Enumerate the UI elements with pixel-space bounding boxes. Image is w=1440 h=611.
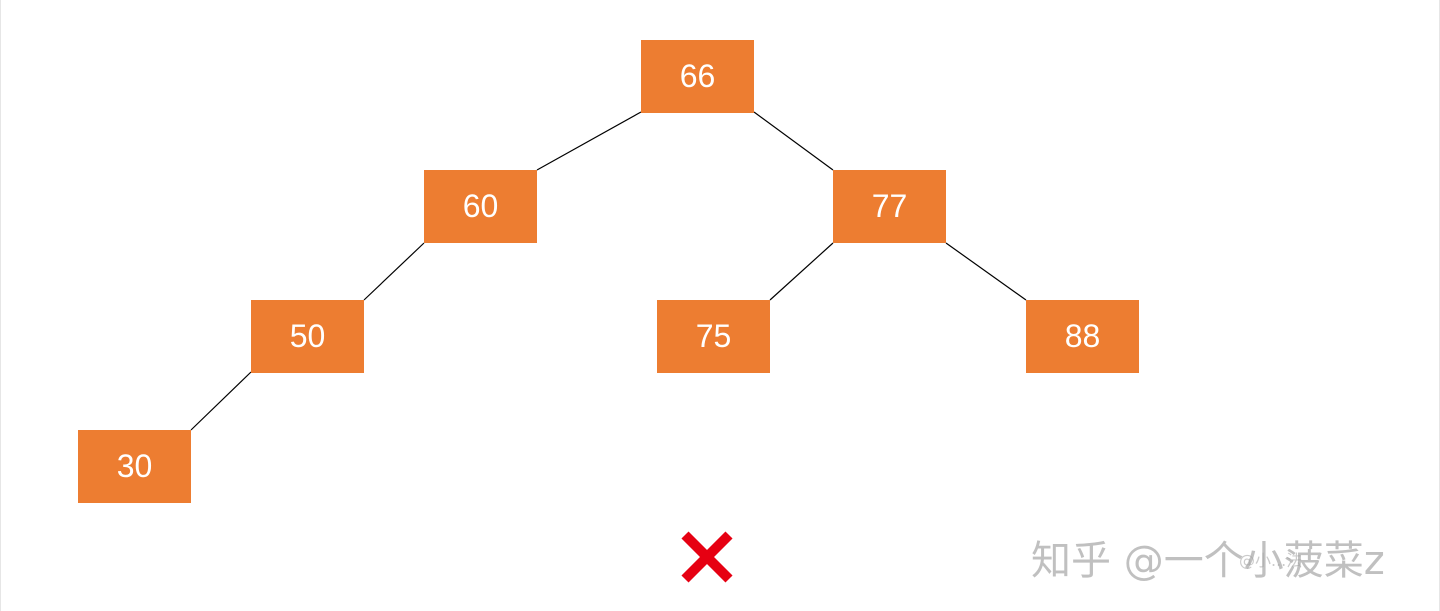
edge-77-88 bbox=[945, 242, 1027, 301]
tree-node-50: 50 bbox=[251, 300, 364, 373]
watermark-subtext: @小...法 bbox=[1239, 551, 1303, 570]
tree-node-88: 88 bbox=[1026, 300, 1139, 373]
watermark-text: 知乎 @一个小菠菜z bbox=[1031, 538, 1385, 584]
tree-node-66: 66 bbox=[641, 40, 754, 113]
edge-50-30 bbox=[190, 371, 252, 431]
edge-66-60 bbox=[536, 111, 642, 171]
tree-node-30: 30 bbox=[78, 430, 191, 503]
cross-icon bbox=[681, 531, 733, 583]
edge-60-50 bbox=[363, 242, 425, 301]
tree-node-77: 77 bbox=[833, 170, 946, 243]
tree-node-60: 60 bbox=[424, 170, 537, 243]
edge-66-77 bbox=[753, 111, 834, 171]
edge-77-75 bbox=[769, 242, 834, 301]
tree-node-75: 75 bbox=[657, 300, 770, 373]
